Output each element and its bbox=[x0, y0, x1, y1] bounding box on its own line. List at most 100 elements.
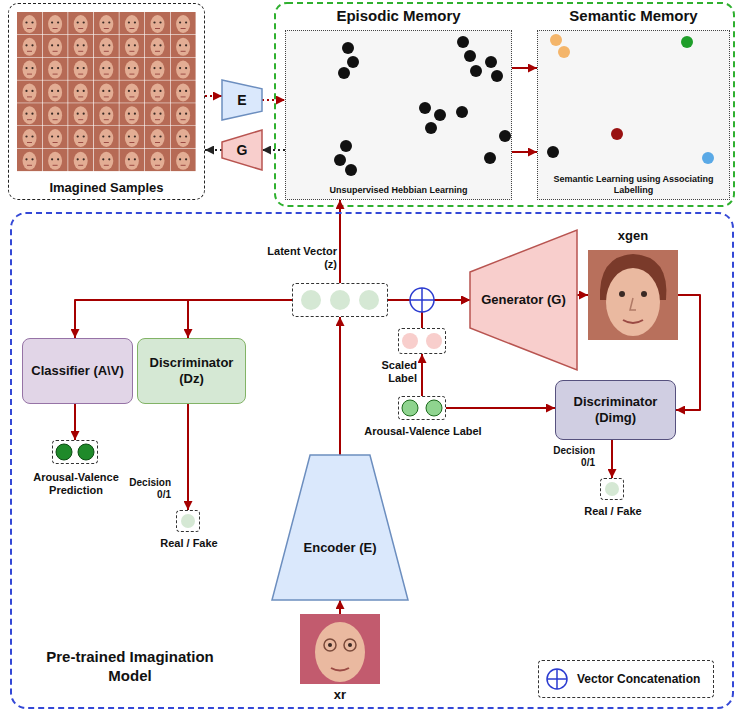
face-eye bbox=[51, 67, 53, 69]
face-eye bbox=[83, 67, 85, 69]
face-thumb bbox=[119, 12, 144, 34]
face-skin bbox=[48, 106, 62, 124]
face-thumb bbox=[17, 103, 42, 125]
face-thumb bbox=[145, 35, 170, 57]
node-label: Scaled Label bbox=[367, 359, 417, 385]
face-skin bbox=[99, 83, 113, 101]
face-ground bbox=[171, 149, 196, 171]
face-thumb bbox=[145, 80, 170, 102]
face-thumb bbox=[119, 80, 144, 102]
face-eye bbox=[153, 135, 155, 137]
face-mouth bbox=[129, 28, 134, 29]
face-eye bbox=[57, 90, 59, 92]
face-skin bbox=[176, 129, 190, 147]
face-mouth bbox=[181, 28, 186, 29]
decision-cell bbox=[181, 514, 195, 528]
shape-outline bbox=[272, 455, 408, 600]
face-mouth bbox=[53, 142, 58, 143]
node-label: Generator (G) bbox=[475, 292, 572, 308]
face-eye bbox=[185, 90, 187, 92]
face-skin bbox=[176, 106, 190, 124]
node-label: Decision 0/1 bbox=[545, 445, 595, 469]
face-ground bbox=[43, 80, 68, 102]
face-ground bbox=[68, 58, 93, 80]
face-eye bbox=[57, 21, 59, 23]
face-thumb bbox=[94, 80, 119, 102]
connector bbox=[205, 95, 222, 97]
face-ground bbox=[68, 12, 93, 34]
memory-panel: Episodic MemoryUnsupervised Hebbian Lear… bbox=[285, 30, 512, 200]
face-thumb bbox=[94, 35, 119, 57]
face-skin bbox=[176, 38, 190, 56]
face-ground bbox=[145, 35, 170, 57]
connector bbox=[339, 600, 341, 614]
node-label: Discriminator (Dz) bbox=[138, 355, 245, 386]
face-thumb bbox=[119, 126, 144, 148]
face-ground bbox=[145, 58, 170, 80]
connector bbox=[339, 317, 341, 455]
face-thumb bbox=[43, 149, 68, 171]
face-mouth bbox=[78, 96, 83, 97]
face-eye bbox=[77, 135, 79, 137]
connector bbox=[262, 99, 285, 101]
face-eye bbox=[51, 158, 53, 160]
face-eye bbox=[159, 44, 161, 46]
discriminator-box: Discriminator (Dz) bbox=[137, 338, 246, 404]
face-skin bbox=[151, 61, 165, 79]
face-skin bbox=[74, 152, 88, 170]
face-eye bbox=[179, 113, 181, 115]
face-grid bbox=[17, 12, 196, 171]
face-mouth bbox=[27, 96, 32, 97]
connector bbox=[205, 149, 222, 151]
face-thumb bbox=[119, 35, 144, 57]
face-eye bbox=[185, 158, 187, 160]
face-ground bbox=[94, 35, 119, 57]
face-eye bbox=[179, 21, 181, 23]
panel-ground bbox=[285, 30, 512, 200]
face-eye bbox=[25, 135, 27, 137]
face-eye bbox=[128, 44, 130, 46]
face-eye bbox=[159, 113, 161, 115]
face-skin bbox=[125, 83, 139, 101]
face-mouth bbox=[181, 119, 186, 120]
face-ground bbox=[17, 80, 42, 102]
face-eye bbox=[185, 44, 187, 46]
face-skin bbox=[176, 152, 190, 170]
face-eye bbox=[25, 44, 27, 46]
face-eye bbox=[153, 67, 155, 69]
face-eye bbox=[31, 113, 33, 115]
face-mouth bbox=[104, 51, 109, 52]
connector bbox=[75, 300, 292, 338]
face-eye bbox=[25, 158, 27, 160]
face-skin bbox=[151, 152, 165, 170]
face-eye bbox=[102, 135, 104, 137]
face-thumb bbox=[94, 126, 119, 148]
face-eye bbox=[159, 135, 161, 137]
face-skin bbox=[23, 15, 37, 33]
face-eye bbox=[128, 113, 130, 115]
vector-concat-symbol bbox=[410, 288, 434, 312]
face-thumb bbox=[94, 12, 119, 34]
face-thumb bbox=[171, 35, 196, 57]
face-eye bbox=[102, 44, 104, 46]
face-eye bbox=[31, 67, 33, 69]
face-eye bbox=[102, 113, 104, 115]
face-ground bbox=[43, 35, 68, 57]
face-ground bbox=[119, 58, 144, 80]
face-eye bbox=[25, 113, 27, 115]
face-eye bbox=[108, 90, 110, 92]
node-label: Real / Fake bbox=[571, 505, 655, 518]
face-thumb bbox=[171, 149, 196, 171]
face-ground bbox=[119, 80, 144, 102]
face-skin bbox=[99, 106, 113, 124]
face-ground bbox=[43, 58, 68, 80]
face-mouth bbox=[155, 142, 160, 143]
face-eye bbox=[77, 44, 79, 46]
face-thumb bbox=[171, 80, 196, 102]
face-thumb bbox=[68, 35, 93, 57]
face-eye bbox=[57, 44, 59, 46]
face-mouth bbox=[155, 119, 160, 120]
face-eye bbox=[77, 113, 79, 115]
face-eye bbox=[83, 90, 85, 92]
face-mouth bbox=[104, 142, 109, 143]
